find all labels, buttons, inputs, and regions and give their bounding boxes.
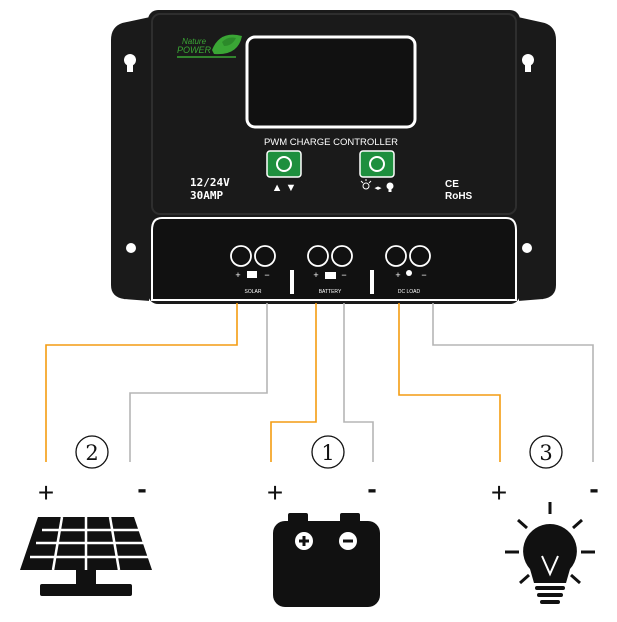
battery-negative-wire xyxy=(343,303,374,462)
ce-mark: CE xyxy=(445,179,459,190)
battery-positive-wire xyxy=(270,303,317,462)
rating-current: 30AMP xyxy=(190,189,223,202)
battery-terminals[interactable] xyxy=(307,245,353,267)
sun-moon-icon xyxy=(360,179,394,192)
up-down-arrows: ▲ ▼ xyxy=(272,182,297,194)
load-positive-wire xyxy=(398,303,501,462)
controller-title: PWM CHARGE CONTROLLER xyxy=(264,137,398,148)
solar-positive-wire xyxy=(45,303,238,462)
svg-text:1: 1 xyxy=(321,441,334,465)
brand-logo: Nature POWER xyxy=(177,34,242,58)
step-2-badge: 2 xyxy=(75,435,109,469)
menu-button[interactable] xyxy=(266,150,302,178)
load-terminal-label: DC LOAD xyxy=(398,289,421,295)
brand-line1: Nature xyxy=(182,37,207,46)
solar-panel-icon xyxy=(20,516,152,596)
solar-minus-sign: - xyxy=(137,473,146,504)
load-plus-mark: + xyxy=(395,270,400,280)
solar-plus-sign: + xyxy=(38,477,54,508)
toggle-arrows: ◂▸ xyxy=(374,185,382,192)
solar-terminal-label: SOLAR xyxy=(245,289,262,295)
brand-line2: POWER xyxy=(177,45,212,55)
battery-plus-sign: + xyxy=(267,477,283,508)
light-bulb-icon xyxy=(505,502,595,604)
step-3-badge: 3 xyxy=(529,435,563,469)
svg-text:2: 2 xyxy=(85,441,98,465)
svg-text:3: 3 xyxy=(539,441,552,465)
load-button[interactable] xyxy=(359,150,395,178)
solar-negative-wire xyxy=(129,303,268,462)
mini-solar-icon xyxy=(247,271,257,278)
mini-bulb-icon xyxy=(406,270,412,276)
leaf-icon-small xyxy=(222,37,236,46)
battery-terminal-label: BATTERY xyxy=(319,289,342,295)
battery-minus-mark: − xyxy=(341,270,346,280)
load-minus-mark: − xyxy=(421,270,426,280)
right-mounting-ear xyxy=(517,14,558,304)
solar-terminals[interactable] xyxy=(230,245,276,267)
rating-voltage: 12/24V xyxy=(190,176,230,189)
load-negative-wire xyxy=(432,303,594,462)
step-1-badge: 1 xyxy=(311,435,345,469)
solar-plus-mark: + xyxy=(235,270,240,280)
terminal-block xyxy=(151,217,517,301)
left-mounting-ear xyxy=(109,14,151,304)
wires xyxy=(45,303,594,462)
load-minus-sign: - xyxy=(589,473,598,504)
battery-minus-sign: - xyxy=(367,473,376,504)
battery-icon xyxy=(273,513,380,607)
solar-minus-mark: − xyxy=(264,270,269,280)
rohs-mark: RoHS xyxy=(445,191,473,202)
battery-plus-mark: + xyxy=(313,270,318,280)
charge-controller: Nature POWER PWM CHARGE CONTROLLER ▲ ▼ ◂… xyxy=(109,10,558,304)
lcd-display xyxy=(245,35,417,129)
mount-hole-bottom-right xyxy=(522,243,532,253)
load-plus-sign: + xyxy=(491,477,507,508)
mount-hole-bottom-left xyxy=(126,243,136,253)
mini-battery-icon xyxy=(325,272,336,279)
load-terminals[interactable] xyxy=(385,245,431,267)
